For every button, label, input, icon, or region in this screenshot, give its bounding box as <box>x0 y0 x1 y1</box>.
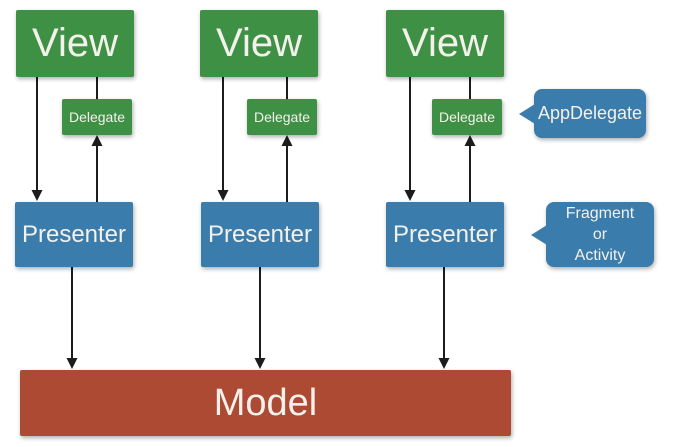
presenter-box-1: Presenter <box>15 202 133 267</box>
view-label-3: View <box>402 21 488 65</box>
model-box: Model <box>20 370 511 436</box>
view-label-2: View <box>216 21 302 65</box>
delegate-box-2: Delegate <box>247 99 317 135</box>
callout-appdelegate-label: AppDelegate <box>537 103 643 123</box>
arrow-presenter3-to-delegate3 <box>464 135 476 202</box>
view-box-1: View <box>16 10 134 77</box>
delegate-label-1: Delegate <box>68 109 126 125</box>
presenter-label-2: Presenter <box>207 220 313 248</box>
callout-fragment-line2: or <box>592 226 608 243</box>
presenter-label-1: Presenter <box>21 220 127 248</box>
arrow-presenter1-to-model <box>66 267 78 369</box>
arrow-view2-to-presenter2 <box>217 77 229 201</box>
callout-fragment-or-activity: Fragment or Activity <box>546 202 654 267</box>
presenter-box-3: Presenter <box>386 202 504 267</box>
arrow-presenter3-to-model <box>438 267 450 369</box>
callout-appdelegate: AppDelegate <box>534 89 646 138</box>
presenter-label-3: Presenter <box>392 220 498 248</box>
arrow-presenter2-to-delegate2 <box>281 135 293 202</box>
view-label-1: View <box>32 21 118 65</box>
arrow-view1-to-presenter1 <box>31 77 43 201</box>
arrow-presenter2-to-model <box>254 267 266 369</box>
delegate-label-3: Delegate <box>438 109 496 125</box>
callout-fragment-line3: Activity <box>574 247 626 264</box>
delegate-label-2: Delegate <box>253 109 311 125</box>
model-label: Model <box>213 381 318 424</box>
arrow-presenter1-to-delegate1 <box>91 135 103 202</box>
delegate-box-1: Delegate <box>62 99 132 135</box>
arrow-view3-to-presenter3 <box>404 77 416 201</box>
callout-fragment-line1: Fragment <box>565 205 635 222</box>
view-box-2: View <box>200 10 318 77</box>
delegate-box-3: Delegate <box>432 99 502 135</box>
presenter-box-2: Presenter <box>201 202 319 267</box>
view-box-3: View <box>386 10 504 77</box>
